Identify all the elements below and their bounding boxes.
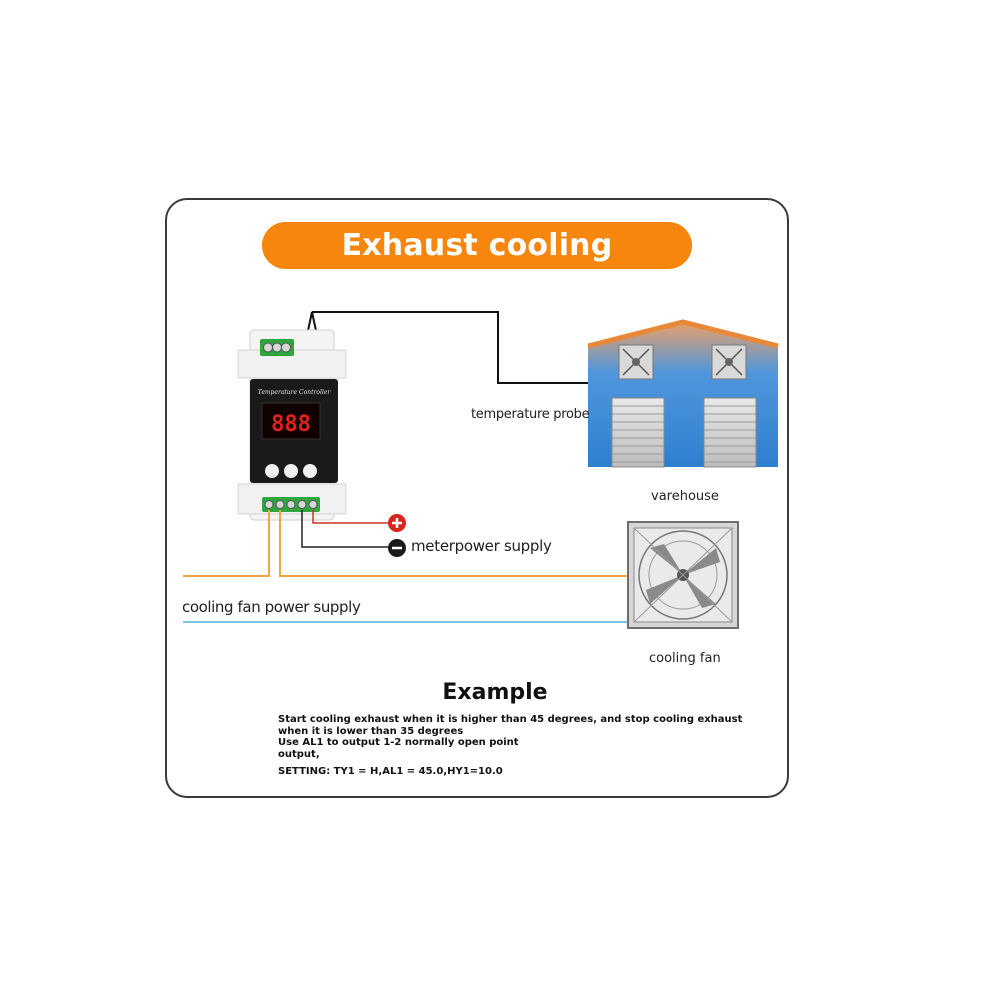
wall-fan-left-icon [618, 344, 654, 380]
temperature-controller: Temperature Controller 888 [237, 329, 347, 521]
example-line-2: Use AL1 to output 1-2 normally open poin… [278, 737, 519, 748]
cooling-fan-power-supply-label: cooling fan power supply [182, 598, 361, 616]
example-description: Start cooling exhaust when it is higher … [278, 714, 768, 778]
shutter-door-left [611, 397, 665, 468]
panel-label: Temperature Controller [258, 389, 332, 396]
probe-wire [305, 311, 598, 392]
cooling-fan-icon [627, 521, 739, 629]
example-line-1: Start cooling exhaust when it is higher … [278, 714, 743, 737]
wall-fan-right-icon [711, 344, 747, 380]
set-button[interactable] [265, 464, 279, 478]
shutter-door-right [703, 397, 757, 468]
up-button[interactable] [303, 464, 317, 478]
meter-power-wires [301, 510, 406, 557]
example-line-3: output, [278, 748, 320, 760]
example-title: Example [442, 680, 548, 705]
fan-power-wires [183, 510, 628, 623]
page-title: Exhaust cooling [341, 228, 613, 263]
warehouse-label: varehouse [651, 489, 719, 504]
temperature-probe-label: temperature probe [471, 407, 590, 422]
cooling-fan-label: cooling fan [649, 651, 721, 666]
top-terminal-block [260, 339, 294, 356]
led-display: 888 [271, 412, 311, 437]
bottom-terminal-block [262, 497, 320, 512]
example-setting: SETTING: TY1 = H,AL1 = 45.0,HY1=10.0 [278, 766, 503, 777]
warehouse-illustration [587, 319, 779, 468]
down-button[interactable] [284, 464, 298, 478]
title-banner: Exhaust cooling [262, 222, 692, 269]
meter-power-supply-label: meterpower supply [411, 537, 552, 555]
